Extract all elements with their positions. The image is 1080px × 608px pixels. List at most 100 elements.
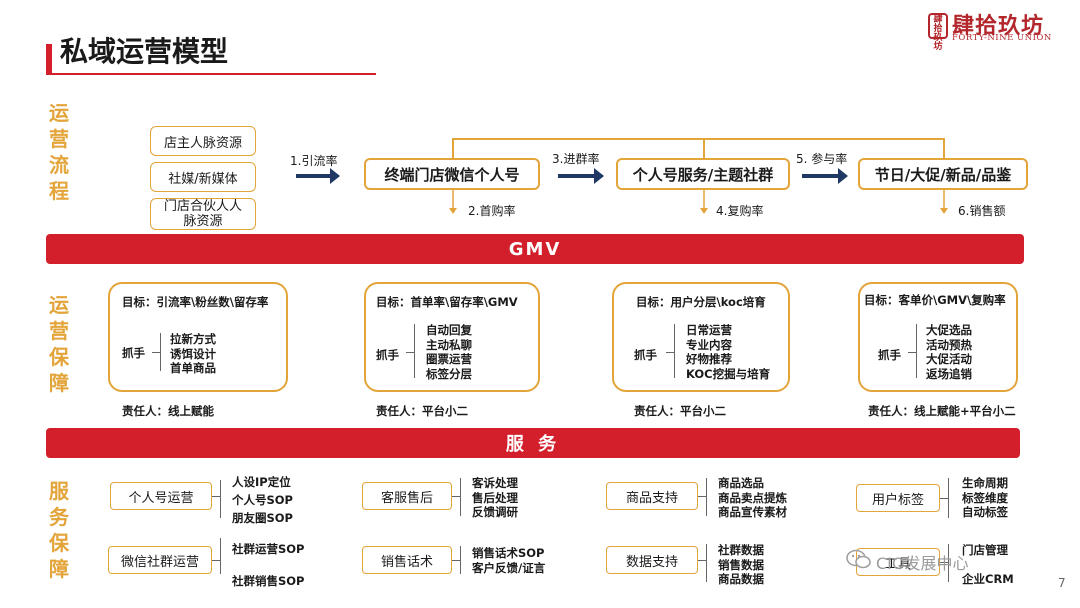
service-bracket bbox=[452, 496, 460, 497]
ops-box bbox=[858, 282, 1018, 392]
service-box: 数据支持 bbox=[606, 546, 698, 574]
forward-arrow-icon bbox=[558, 168, 604, 184]
service-bracket bbox=[460, 546, 461, 574]
ops-box bbox=[108, 282, 288, 392]
source-box: 社媒/新媒体 bbox=[150, 162, 256, 192]
ops-items: 大促选品 活动预热 大促活动 返场追销 bbox=[926, 323, 972, 381]
service-bracket bbox=[460, 478, 461, 516]
source-box: 门店合伙人人脉资源 bbox=[150, 198, 256, 230]
forward-label: 3.进群率 bbox=[552, 152, 600, 166]
flow-step-box: 节日/大促/新品/品鉴 bbox=[858, 158, 1028, 190]
ops-owner: 责任人：平台小二 bbox=[634, 404, 726, 418]
ops-item: 诱饵设计 bbox=[170, 346, 216, 361]
flow-step-box: 终端门店微信个人号 bbox=[364, 158, 540, 190]
service-bracket bbox=[698, 496, 706, 497]
service-item: 企业CRM bbox=[962, 572, 1014, 586]
ops-item: 首单商品 bbox=[170, 361, 216, 375]
service-box: 微信社群运营 bbox=[108, 546, 212, 574]
ops-grip-label: 抓手 bbox=[878, 348, 901, 362]
down-arrow-icon bbox=[700, 190, 708, 214]
ops-item: KOC挖掘与培育 bbox=[686, 366, 771, 381]
service-item: 门店管理 bbox=[962, 543, 1008, 557]
ops-goal: 目标：客单价\GMV\复购率 bbox=[864, 293, 1006, 307]
service-items: 客诉处理 售后处理 反馈调研 bbox=[472, 476, 518, 520]
service-item: 生命周期 bbox=[962, 476, 1008, 490]
ops-item: 大促活动 bbox=[926, 352, 972, 366]
service-bracket bbox=[452, 560, 460, 561]
bracket-connector bbox=[452, 138, 944, 140]
ops-goal: 目标：首单率\留存率\GMV bbox=[376, 295, 518, 309]
ops-item: 主动私聊 bbox=[426, 337, 472, 352]
service-item: 自动标签 bbox=[962, 505, 1008, 519]
side-label-service: 服务保障 bbox=[49, 479, 69, 581]
service-item: 销售数据 bbox=[718, 557, 764, 572]
ops-bracket bbox=[908, 352, 916, 353]
gmv-banner: GMV bbox=[46, 234, 1024, 264]
service-item: 反馈调研 bbox=[472, 505, 518, 519]
service-box: 客服售后 bbox=[362, 482, 452, 510]
service-item bbox=[962, 558, 1014, 573]
ops-item: 活动预热 bbox=[926, 337, 972, 352]
ops-goal: 目标：用户分层\koc培育 bbox=[636, 295, 766, 309]
service-item: 商品宣传素材 bbox=[718, 505, 787, 519]
service-item: 社群销售SOP bbox=[232, 574, 305, 588]
ops-bracket bbox=[666, 352, 674, 353]
service-bracket bbox=[212, 496, 220, 497]
bracket-connector bbox=[452, 138, 454, 158]
service-bracket bbox=[940, 562, 948, 563]
service-item: 标签维度 bbox=[962, 490, 1008, 505]
ops-item: 大促选品 bbox=[926, 323, 972, 337]
ops-item: 返场追销 bbox=[926, 366, 972, 381]
forward-label: 5. 参与率 bbox=[796, 152, 848, 166]
logo-subtext: FORTY-NINE UNION bbox=[952, 33, 1052, 43]
page-title: 私域运营模型 bbox=[60, 35, 229, 68]
service-items: 社群运营SOP 社群销售SOP bbox=[232, 533, 305, 597]
ops-bracket bbox=[406, 352, 414, 353]
ops-items: 日常运营 专业内容 好物推荐 KOC挖掘与培育 bbox=[686, 323, 770, 381]
service-item: 朋友圈SOP bbox=[232, 511, 293, 525]
ops-bracket bbox=[916, 324, 917, 378]
ops-item: 专业内容 bbox=[686, 337, 732, 352]
service-item: 商品数据 bbox=[718, 572, 764, 586]
ops-bracket bbox=[160, 333, 161, 371]
service-bracket bbox=[212, 560, 220, 561]
ops-grip-label: 抓手 bbox=[122, 346, 145, 360]
forward-arrow-icon bbox=[802, 168, 848, 184]
logo-seal-icon: 肆拾玖坊 bbox=[928, 13, 948, 52]
service-item: 售后处理 bbox=[472, 490, 518, 505]
service-items: 销售话术SOP 客户反馈/证言 bbox=[472, 546, 545, 575]
ops-bracket bbox=[414, 324, 415, 378]
service-items: 人设IP定位 个人号SOP 朋友圈SOP bbox=[232, 473, 293, 527]
side-label-flow: 运营流程 bbox=[49, 101, 69, 203]
ops-item: 好物推荐 bbox=[686, 352, 732, 366]
ops-grip-label: 抓手 bbox=[634, 348, 657, 362]
service-item: 人设IP定位 bbox=[232, 475, 291, 489]
ops-goal: 目标：引流率\粉丝数\留存率 bbox=[122, 295, 269, 309]
service-item: 社群数据 bbox=[718, 543, 764, 557]
ops-owner: 责任人：平台小二 bbox=[376, 404, 468, 418]
service-bracket bbox=[948, 544, 949, 582]
down-label: 6.销售额 bbox=[958, 204, 1006, 218]
service-item: 商品选品 bbox=[718, 476, 764, 490]
source-box: 店主人脉资源 bbox=[150, 126, 256, 156]
ops-owner: 责任人：线上赋能 bbox=[122, 404, 214, 418]
service-box: 商品支持 bbox=[606, 482, 698, 510]
service-item: 个人号SOP bbox=[232, 493, 293, 507]
ops-item: 拉新方式 bbox=[170, 332, 216, 346]
forward-arrow-icon bbox=[296, 168, 340, 184]
down-arrow-icon bbox=[940, 190, 948, 214]
service-bracket bbox=[220, 538, 221, 574]
ops-items: 拉新方式 诱饵设计 首单商品 bbox=[170, 332, 216, 376]
service-items: 社群数据 销售数据 商品数据 bbox=[718, 543, 764, 587]
ops-box bbox=[364, 282, 540, 392]
service-bracket bbox=[706, 478, 707, 516]
logo-text: 肆拾玖坊 bbox=[952, 14, 1045, 39]
service-box: 个人号运营 bbox=[110, 482, 212, 510]
service-items: 商品选品 商品卖点提炼 商品宣传素材 bbox=[718, 476, 787, 520]
watermark-text: CIO发展中心 bbox=[876, 554, 969, 573]
service-item: 客户反馈/证言 bbox=[472, 560, 546, 575]
forward-label: 1.引流率 bbox=[290, 154, 338, 168]
wechat-logo-icon bbox=[846, 549, 871, 569]
service-bracket bbox=[940, 498, 948, 499]
service-banner: 服 务 bbox=[46, 428, 1020, 458]
